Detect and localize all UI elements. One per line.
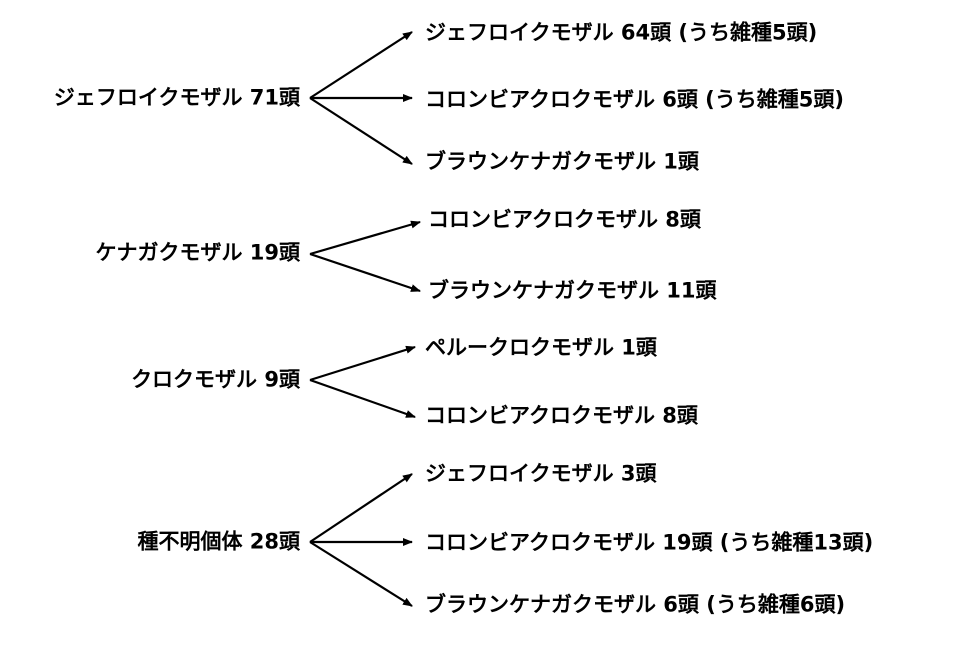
source-label-geoffroy: ジェフロイクモザル 71頭 bbox=[53, 85, 300, 110]
target-label-brown-6: ブラウンケナガクモザル 6頭 (うち雑種6頭) bbox=[425, 592, 846, 617]
arrow-4-1 bbox=[309, 473, 413, 543]
source-label-long-haired: ケナガクモザル 19頭 bbox=[95, 240, 300, 265]
target-label-brown-1: ブラウンケナガクモザル 1頭 bbox=[425, 149, 699, 174]
target-label-colombian-8a: コロンビアクロクモザル 8頭 bbox=[428, 207, 701, 232]
arrow-2-1 bbox=[309, 220, 421, 256]
target-label-colombian-6: コロンビアクロクモザル 6頭 (うち雑種5頭) bbox=[425, 87, 844, 112]
source-label-unknown: 種不明個体 28頭 bbox=[137, 529, 300, 554]
arrow-3-1 bbox=[309, 345, 416, 382]
arrow-1-1 bbox=[309, 31, 413, 99]
arrow-3-2 bbox=[309, 378, 416, 419]
target-label-peruvian-1: ペルークロクモザル 1頭 bbox=[425, 335, 657, 360]
target-label-colombian-8b: コロンビアクロクモザル 8頭 bbox=[425, 403, 698, 428]
target-label-geoffroy-3: ジェフロイクモザル 3頭 bbox=[425, 461, 657, 486]
arrow-2-2 bbox=[309, 252, 421, 293]
target-label-brown-11: ブラウンケナガクモザル 11頭 bbox=[428, 278, 717, 303]
arrow-4-3 bbox=[309, 541, 413, 607]
arrow-1-3 bbox=[309, 97, 413, 165]
target-label-colombian-19: コロンビアクロクモザル 19頭 (うち雑種13頭) bbox=[425, 530, 874, 555]
source-label-black: クロクモザル 9頭 bbox=[131, 367, 300, 392]
target-label-geoffroy-64: ジェフロイクモザル 64頭 (うち雑種5頭) bbox=[425, 20, 818, 45]
